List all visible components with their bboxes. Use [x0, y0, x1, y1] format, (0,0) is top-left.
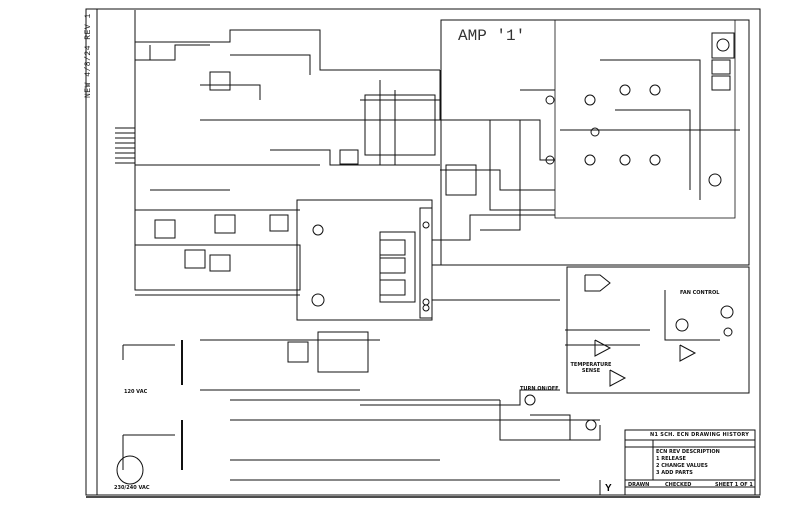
- title-block-checked: CHECKED: [665, 482, 692, 488]
- input-connector: [115, 10, 136, 245]
- sheet-border: [85, 8, 761, 496]
- title-block-row: ECN REV DESCRIPTION: [656, 449, 720, 455]
- manufacturer-logo-icon: Y: [605, 483, 612, 494]
- title-block-sheet: SHEET 1 OF 1: [715, 482, 753, 488]
- temperature-sense-label: TEMPERATURE SENSE: [570, 362, 612, 374]
- turn-on-off-label: TURN ON/OFF: [520, 386, 559, 392]
- amp-inner-box: [554, 19, 736, 219]
- revision-side-label: NEW 4/8/24 REV 1: [84, 13, 93, 99]
- bridge-rectifier: [287, 341, 309, 363]
- title-block-row: 1 RELEASE: [656, 456, 686, 462]
- fan-control-label: FAN CONTROL: [680, 290, 720, 296]
- title-block-row: 2 CHANGE VALUES: [656, 463, 708, 469]
- amp-block-outline: [440, 19, 750, 266]
- title-block-drawn: DRAWN: [628, 482, 650, 488]
- title-block-row: 3 ADD PARTS: [656, 470, 693, 476]
- title-block: [624, 429, 756, 496]
- amp-block-title: AMP '1': [458, 27, 526, 45]
- mains-120-label: 120 VAC: [124, 389, 148, 395]
- title-block-heading: N1 SCH. ECN DRAWING HISTORY: [650, 432, 750, 438]
- mains-230-label: 230/240 VAC: [114, 485, 150, 491]
